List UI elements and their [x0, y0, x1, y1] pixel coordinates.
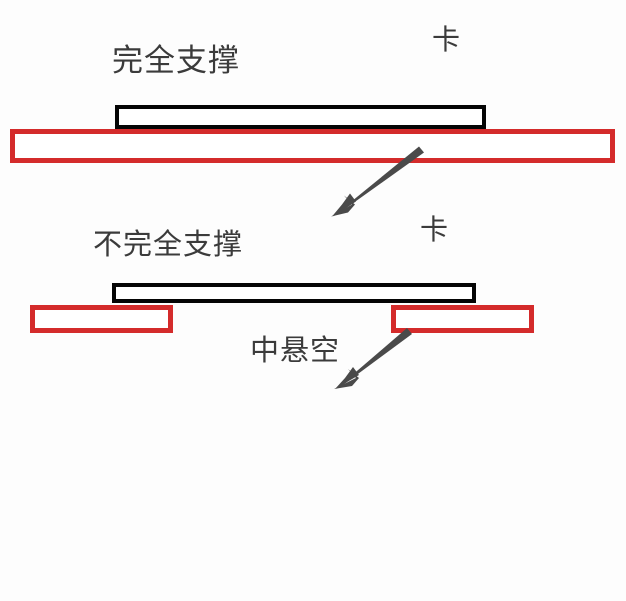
label-partial-support: 不完全支撑 — [93, 229, 244, 261]
support-block-left — [30, 305, 173, 333]
label-full-support: 完全支撑 — [112, 43, 240, 78]
callout-label-card-bottom: 卡 — [420, 214, 450, 245]
callout-label-card-top: 卡 — [432, 24, 462, 55]
panel-full-support: 完全支撑 卡 — [0, 0, 626, 217]
diagram-canvas: 完全支撑 卡 不完全支撑 卡 中悬空 — [0, 0, 626, 401]
panel-partial-support: 不完全支撑 卡 中悬空 — [0, 200, 626, 401]
support-bar-full — [10, 129, 615, 163]
support-block-right — [391, 305, 534, 333]
card-bar-full-support — [115, 105, 486, 129]
label-mid-suspended: 中悬空 — [250, 335, 341, 367]
card-bar-partial-support — [112, 283, 476, 303]
